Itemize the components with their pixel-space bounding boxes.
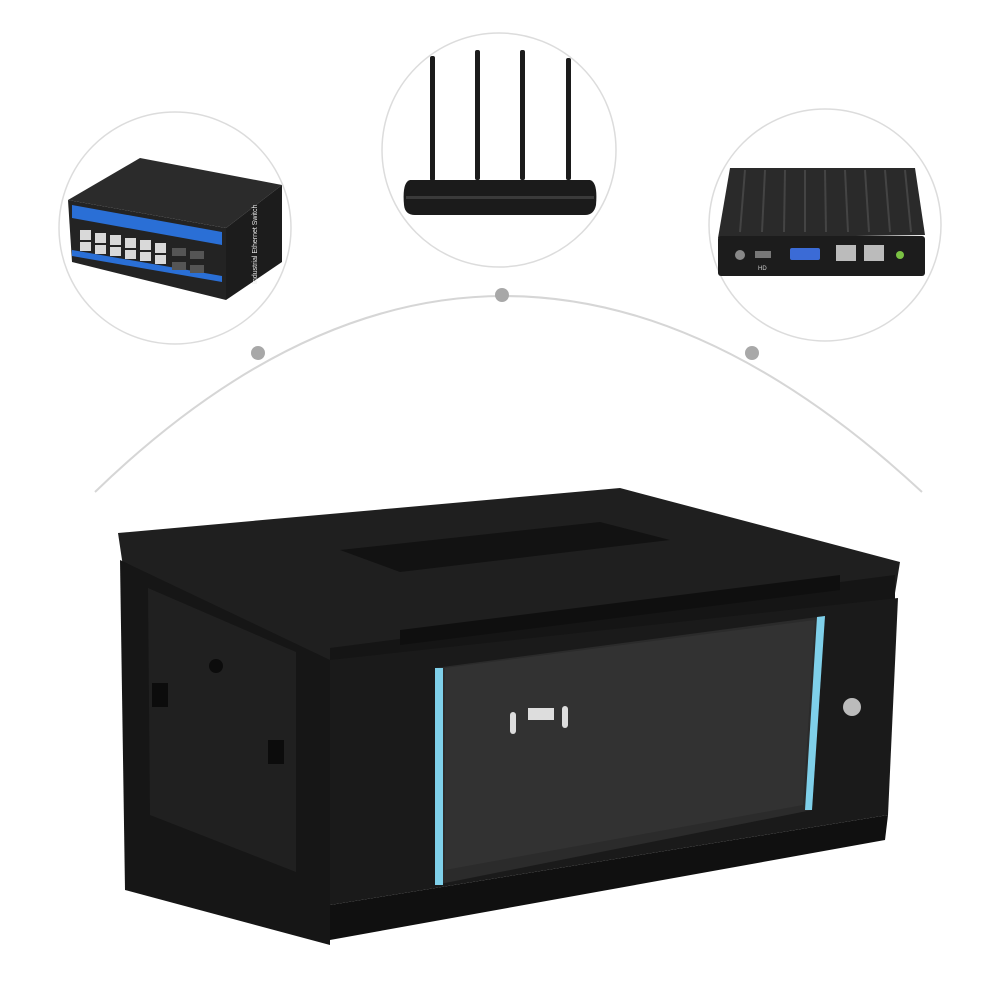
lock-icon bbox=[843, 698, 861, 716]
wifi-router-image bbox=[403, 50, 597, 215]
ethernet-switch-image: Industrial Ethernet Switch bbox=[68, 158, 282, 300]
connector-dot bbox=[745, 346, 759, 360]
connector-dot bbox=[251, 346, 265, 360]
network-cabinet-image bbox=[118, 488, 900, 945]
product-circle-router bbox=[381, 32, 617, 268]
switch-product-label: Industrial Ethernet Switch bbox=[252, 205, 259, 284]
connector-dot bbox=[495, 288, 509, 302]
mini-pc-image: HD bbox=[718, 168, 925, 276]
hdmi-port-label: HD bbox=[758, 266, 767, 272]
